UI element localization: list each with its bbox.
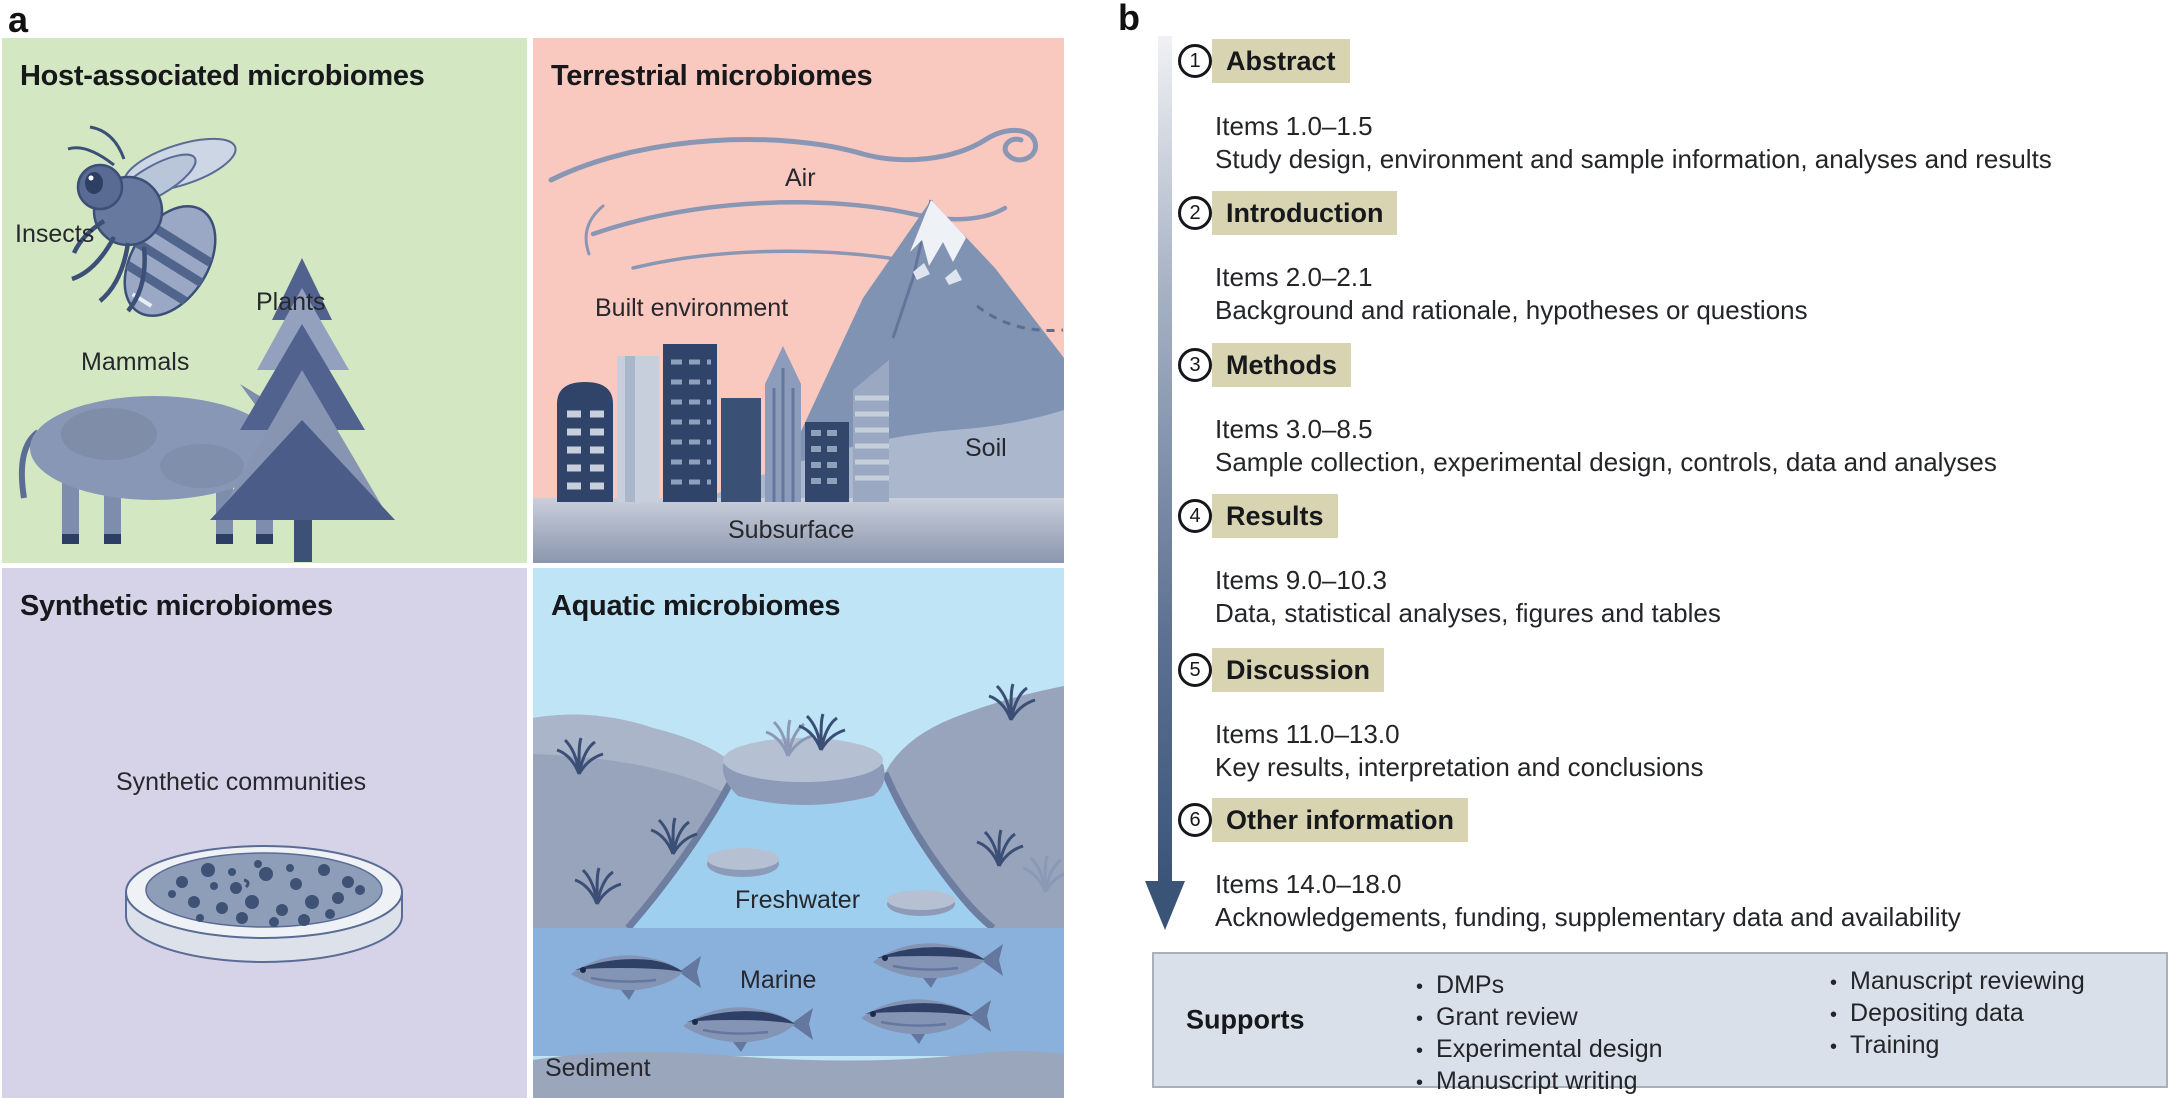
section-body-abstract: Items 1.0–1.5 Study design, environment … [1215, 110, 2052, 176]
marine-band [533, 928, 1064, 1056]
mammals-label: Mammals [81, 348, 190, 376]
synthetic-communities-label: Synthetic communities [116, 768, 367, 796]
section-body-introduction: Items 2.0–2.1 Background and rationale, … [1215, 261, 1808, 327]
insects-label: Insects [15, 220, 95, 248]
section-body-discussion: Items 11.0–13.0 Key results, interpretat… [1215, 718, 1704, 784]
quadrant-terrestrial: Terrestrial microbiomes Air Built enviro… [533, 38, 1064, 563]
buildings-illustration [557, 344, 889, 502]
section-body-results: Items 9.0–10.3 Data, statistical analyse… [1215, 564, 1721, 630]
air-label: Air [785, 164, 816, 192]
supports-item: Experimental design [1416, 1034, 1663, 1066]
section-body-other-information: Items 14.0–18.0 Acknowledgements, fundin… [1215, 868, 1961, 934]
aquatic-illustration [533, 682, 1064, 1098]
section-description: Key results, interpretation and conclusi… [1215, 752, 1704, 782]
section-number-1: 1 [1178, 44, 1212, 78]
host-associated-title: Host-associated microbiomes [20, 60, 425, 92]
petri-dish-illustration [125, 845, 403, 963]
panel-b-label: b [1118, 0, 1140, 38]
flow-arrow-icon [1145, 36, 1185, 930]
subsurface-label: Subsurface [728, 516, 855, 544]
section-number-3: 3 [1178, 348, 1212, 382]
supports-label: Supports [1186, 1004, 1305, 1035]
section-title-methods: Methods [1212, 343, 1351, 387]
terrestrial-illustration [533, 127, 1064, 563]
section-description: Background and rationale, hypotheses or … [1215, 295, 1808, 325]
host-associated-illustration [18, 125, 395, 562]
section-items-range: Items 9.0–10.3 [1215, 565, 1387, 595]
sediment-label: Sediment [545, 1054, 651, 1082]
section-title-discussion: Discussion [1212, 648, 1385, 692]
section-items-range: Items 14.0–18.0 [1215, 869, 1402, 899]
sediment-band [533, 1051, 1064, 1098]
section-number-2: 2 [1178, 196, 1212, 230]
tree-illustration [210, 258, 395, 562]
section-number-4: 4 [1178, 499, 1212, 533]
synthetic-title: Synthetic microbiomes [20, 590, 333, 622]
supports-item: Manuscript writing [1416, 1066, 1663, 1098]
supports-item: Grant review [1416, 1002, 1663, 1034]
terrestrial-title: Terrestrial microbiomes [551, 60, 873, 92]
section-items-range: Items 3.0–8.5 [1215, 414, 1373, 444]
colonies [168, 860, 365, 927]
soil-label: Soil [965, 434, 1007, 462]
built-environment-label: Built environment [595, 294, 789, 322]
section-items-range: Items 2.0–2.1 [1215, 262, 1373, 292]
quadrant-host-associated: Host-associated microbiomes Insects Plan… [2, 38, 527, 563]
supports-box: Supports DMPs Grant review Experimental … [1152, 952, 2168, 1095]
panel-a-label: a [8, 0, 29, 40]
section-title-abstract: Abstract [1212, 39, 1350, 83]
section-title-results: Results [1212, 494, 1338, 538]
bee-illustration [67, 125, 237, 317]
aquatic-title: Aquatic microbiomes [551, 590, 841, 622]
subsurface-band [533, 498, 1064, 563]
section-number-6: 6 [1178, 803, 1212, 837]
supports-item: Manuscript reviewing [1830, 966, 2085, 998]
section-title-introduction: Introduction [1212, 191, 1398, 235]
section-description: Study design, environment and sample inf… [1215, 144, 2052, 174]
right-bank [885, 686, 1064, 928]
section-title-other-information: Other information [1212, 798, 1468, 842]
synthetic-illustration [125, 845, 403, 963]
section-description: Sample collection, experimental design, … [1215, 447, 1997, 477]
freshwater-label: Freshwater [735, 886, 861, 914]
supports-item: Depositing data [1830, 998, 2085, 1030]
section-items-range: Items 11.0–13.0 [1215, 719, 1400, 749]
marine-label: Marine [740, 966, 817, 994]
quadrant-aquatic: Aquatic microbiomes Freshwater Marine Se… [533, 568, 1064, 1098]
section-number-5: 5 [1178, 653, 1212, 687]
supports-item: DMPs [1416, 970, 1663, 1002]
quadrant-synthetic: Synthetic microbiomes Synthetic communit… [2, 568, 527, 1098]
plants-label: Plants [256, 288, 326, 316]
section-body-methods: Items 3.0–8.5 Sample collection, experim… [1215, 413, 1997, 479]
supports-item: Training [1830, 1030, 2085, 1062]
section-items-range: Items 1.0–1.5 [1215, 111, 1373, 141]
supports-column-2: Manuscript reviewing Depositing data Tra… [1830, 966, 2085, 1062]
section-description: Data, statistical analyses, figures and … [1215, 598, 1721, 628]
section-description: Acknowledgements, funding, supplementary… [1215, 902, 1961, 932]
supports-column-1: DMPs Grant review Experimental design Ma… [1416, 970, 1663, 1098]
